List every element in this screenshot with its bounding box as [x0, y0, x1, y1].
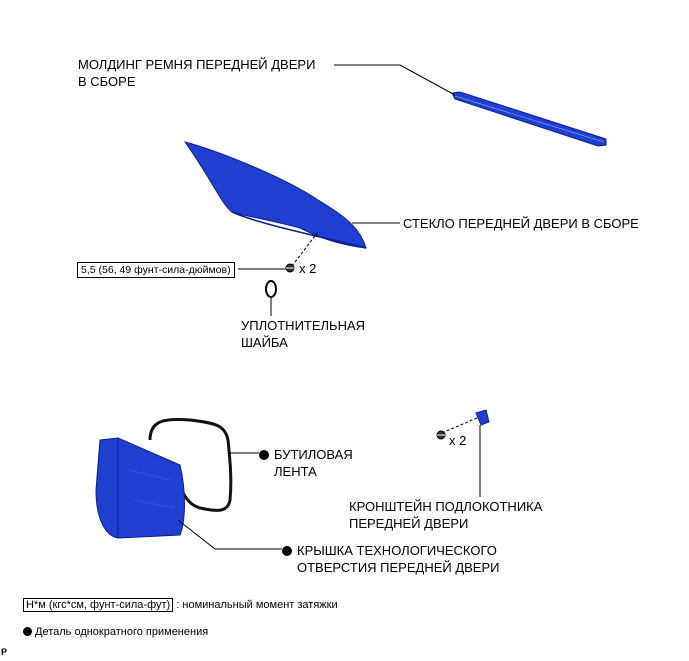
belt-molding-part [451, 91, 607, 147]
legend-torque-unit: Н*м (кгс*см, фунт-сила-фут) [23, 598, 174, 612]
legend-torque: Н*м (кгс*см, фунт-сила-фут) : номинальны… [23, 597, 338, 614]
nonreusable-dot-icon [23, 627, 32, 636]
nonreusable-dot-icon [259, 450, 269, 460]
legend-nonreusable: Деталь однократного применения [23, 624, 208, 641]
butyl-tape-part [148, 417, 233, 512]
bracket-bolt-qty: x 2 [449, 433, 467, 448]
bracket-bolt-dashline [443, 417, 478, 433]
glass-bolt-qty: x 2 [299, 261, 317, 276]
legend-nonreusable-text: Деталь однократного применения [35, 626, 209, 638]
glass-bolt [285, 263, 295, 273]
nonreusable-dot-icon [282, 546, 292, 556]
washer-label: УПЛОТНИТЕЛЬНАЯ ШАЙБА [241, 317, 365, 351]
bracket-label-line2: ПЕРЕДНЕЙ ДВЕРИ [349, 516, 469, 531]
service-hole-cover-part [95, 437, 185, 539]
corner-mark: P [1, 647, 8, 657]
belt-molding-leader [334, 64, 456, 96]
armrest-bracket-part [475, 409, 490, 426]
butyl-label: БУТИЛОВАЯ ЛЕНТА [259, 446, 353, 480]
torque-value-box: 5,5 (56, 49 фунт-сила-дюймов) [77, 262, 235, 278]
butyl-label-line1: БУТИЛОВАЯ [274, 447, 353, 462]
bracket-bolt [436, 430, 446, 440]
belt-molding-label-line2: В СБОРЕ [78, 74, 136, 89]
glass-label: СТЕКЛО ПЕРЕДНЕЙ ДВЕРИ В СБОРЕ [403, 216, 639, 231]
cover-leader [177, 519, 282, 550]
cover-label-line1: КРЫШКА ТЕХНОЛОГИЧЕСКОГО [297, 543, 497, 558]
washer-label-line2: ШАЙБА [241, 335, 288, 350]
butyl-label-line2: ЛЕНТА [274, 464, 317, 479]
door-glass-part [183, 141, 367, 249]
belt-molding-label: МОЛДИНГ РЕМНЯ ПЕРЕДНЕЙ ДВЕРИ В СБОРЕ [78, 56, 315, 90]
bracket-label-line1: КРОНШТЕЙН ПОДЛОКОТНИКА [349, 499, 543, 514]
belt-molding-label-line1: МОЛДИНГ РЕМНЯ ПЕРЕДНЕЙ ДВЕРИ [78, 57, 316, 72]
glass-bolt-dashline [291, 231, 319, 267]
cover-label: КРЫШКА ТЕХНОЛОГИЧЕСКОГО ОТВЕРСТИЯ ПЕРЕДН… [282, 542, 500, 576]
bracket-label: КРОНШТЕЙН ПОДЛОКОТНИКА ПЕРЕДНЕЙ ДВЕРИ [349, 498, 542, 532]
cover-label-line2: ОТВЕРСТИЯ ПЕРЕДНЕЙ ДВЕРИ [297, 560, 500, 575]
legend-torque-desc: : номинальный момент затяжки [176, 599, 338, 611]
washer-label-line1: УПЛОТНИТЕЛЬНАЯ [241, 318, 366, 333]
washer-part [265, 280, 277, 298]
